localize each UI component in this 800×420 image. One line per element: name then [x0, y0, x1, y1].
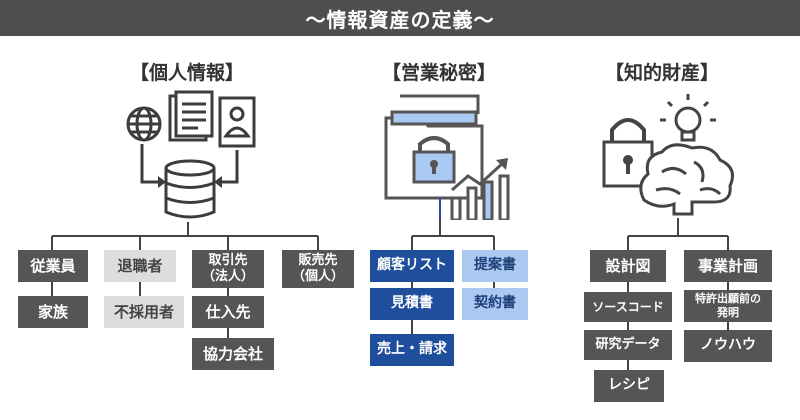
id-card-icon — [218, 96, 256, 148]
lightbulb-icon — [660, 94, 716, 142]
category-source-code: ソースコード — [584, 292, 672, 322]
category-client-corporate: 取引先 （法人） — [192, 250, 264, 288]
globe-icon — [126, 106, 162, 142]
category-estimate: 見積書 — [370, 288, 454, 320]
category-rejected: 不採用者 — [104, 296, 184, 328]
ip-icon-group — [602, 94, 734, 216]
category-seller-individual: 販売先 （個人） — [282, 250, 354, 288]
category-customer-list: 顧客リスト — [370, 250, 454, 282]
seller-line2: （個人） — [291, 269, 344, 284]
document-icon — [168, 90, 214, 142]
category-supplier: 仕入先 — [192, 296, 264, 328]
page-title: 〜情報資産の定義〜 — [0, 0, 800, 36]
category-family: 家族 — [18, 296, 88, 328]
category-retired: 退職者 — [104, 250, 176, 282]
category-business-plan: 事業計画 — [684, 250, 772, 282]
category-contract: 契約書 — [462, 288, 528, 320]
patent-line1: 特許出願前の — [695, 292, 761, 306]
locked-folder-icon — [384, 94, 484, 200]
section-title-trade-secret: 【営業秘密】 — [382, 62, 497, 84]
database-icon — [164, 159, 216, 219]
section-title-ip: 【知的財産】 — [605, 62, 720, 84]
category-employee: 従業員 — [18, 250, 88, 282]
category-knowhow: ノウハウ — [684, 330, 772, 362]
personal-icon-group — [126, 90, 256, 219]
category-sales-billing: 売上・請求 — [370, 334, 454, 366]
category-proposal: 提案書 — [462, 250, 528, 282]
category-partner: 協力会社 — [192, 338, 274, 370]
category-research-data: 研究データ — [584, 330, 672, 360]
category-recipe: レシピ — [594, 370, 664, 402]
brain-icon — [639, 143, 734, 216]
patent-line2: 発明 — [717, 306, 739, 319]
client-line2: （法人） — [201, 269, 254, 284]
growth-chart-icon — [450, 158, 510, 220]
category-pre-patent-invention: 特許出願前の 発明 — [684, 290, 772, 322]
section-title-personal: 【個人情報】 — [130, 62, 245, 84]
client-line1: 取引先 — [208, 252, 248, 268]
seller-line1: 販売先 — [298, 252, 338, 268]
category-design-drawing: 設計図 — [590, 250, 666, 282]
trade-secret-icon-group — [384, 94, 510, 220]
